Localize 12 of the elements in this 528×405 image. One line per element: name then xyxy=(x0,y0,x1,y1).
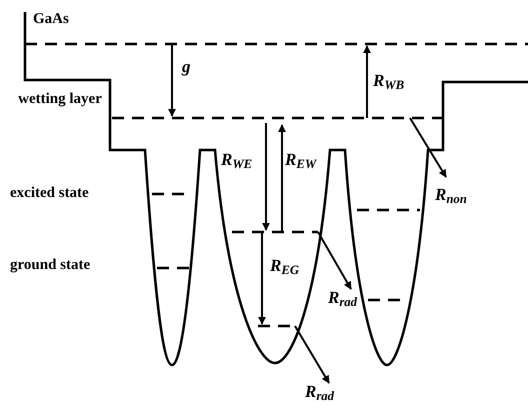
region-label: ground state xyxy=(10,256,90,275)
rate-label: R$_{WE}$ xyxy=(221,149,252,170)
rate-label: R$_{rad}$ xyxy=(305,381,334,402)
rate-label: g xyxy=(182,56,190,78)
rate-label: R$_{EG}$ xyxy=(270,255,300,276)
rate-label: R$_{rad}$ xyxy=(328,287,358,308)
region-label: GaAs xyxy=(33,10,69,29)
rate-label: R$_{WB}$ xyxy=(373,70,404,92)
rate-label: R$_{non}$ xyxy=(435,184,467,206)
region-label: wetting layer xyxy=(17,90,103,109)
region-label: excited state xyxy=(10,184,89,203)
rate-label: R$_{EW}$ xyxy=(285,149,316,170)
